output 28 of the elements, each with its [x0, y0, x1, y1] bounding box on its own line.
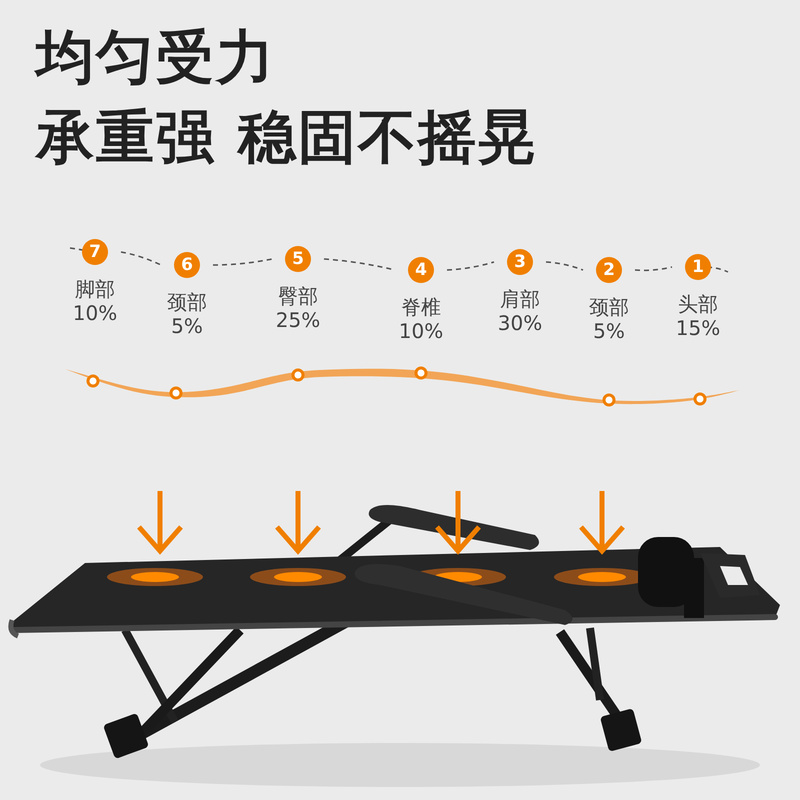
percentage-label: 30% — [498, 311, 542, 335]
body-part-label: 头部 — [678, 292, 718, 316]
body-part-label: 颈部 — [589, 295, 629, 319]
body-part-label: 颈部 — [167, 290, 207, 314]
body-part-label: 臀部 — [278, 284, 318, 308]
body-part-label: 脚部 — [75, 277, 115, 301]
title: 均匀受力 — [36, 28, 276, 86]
percentage-label: 5% — [171, 314, 203, 338]
dashed-connector — [446, 261, 494, 271]
subtitle: 承重强 稳固不摇晃 — [36, 108, 538, 166]
number-badge: 5 — [285, 246, 311, 272]
percentage-label: 10% — [398, 319, 444, 343]
percentage-label: 10% — [72, 301, 118, 325]
number-badge: 7 — [82, 239, 108, 265]
body-part-label: 脊椎 — [401, 295, 441, 319]
number-badge: 4 — [408, 257, 434, 283]
percentage-label: 5% — [593, 319, 625, 343]
number-badge: 2 — [596, 257, 622, 283]
percentage-label: 25% — [276, 308, 320, 332]
number-badge: 6 — [174, 252, 200, 278]
number-badge: 1 — [685, 254, 711, 280]
dashed-connector — [120, 251, 162, 266]
body-part-label: 肩部 — [500, 287, 540, 311]
dashed-connector — [634, 266, 672, 272]
dashed-connector — [213, 258, 272, 266]
percentage-label: 15% — [676, 316, 720, 340]
number-badge: 3 — [507, 249, 533, 275]
dashed-connector — [546, 261, 584, 271]
